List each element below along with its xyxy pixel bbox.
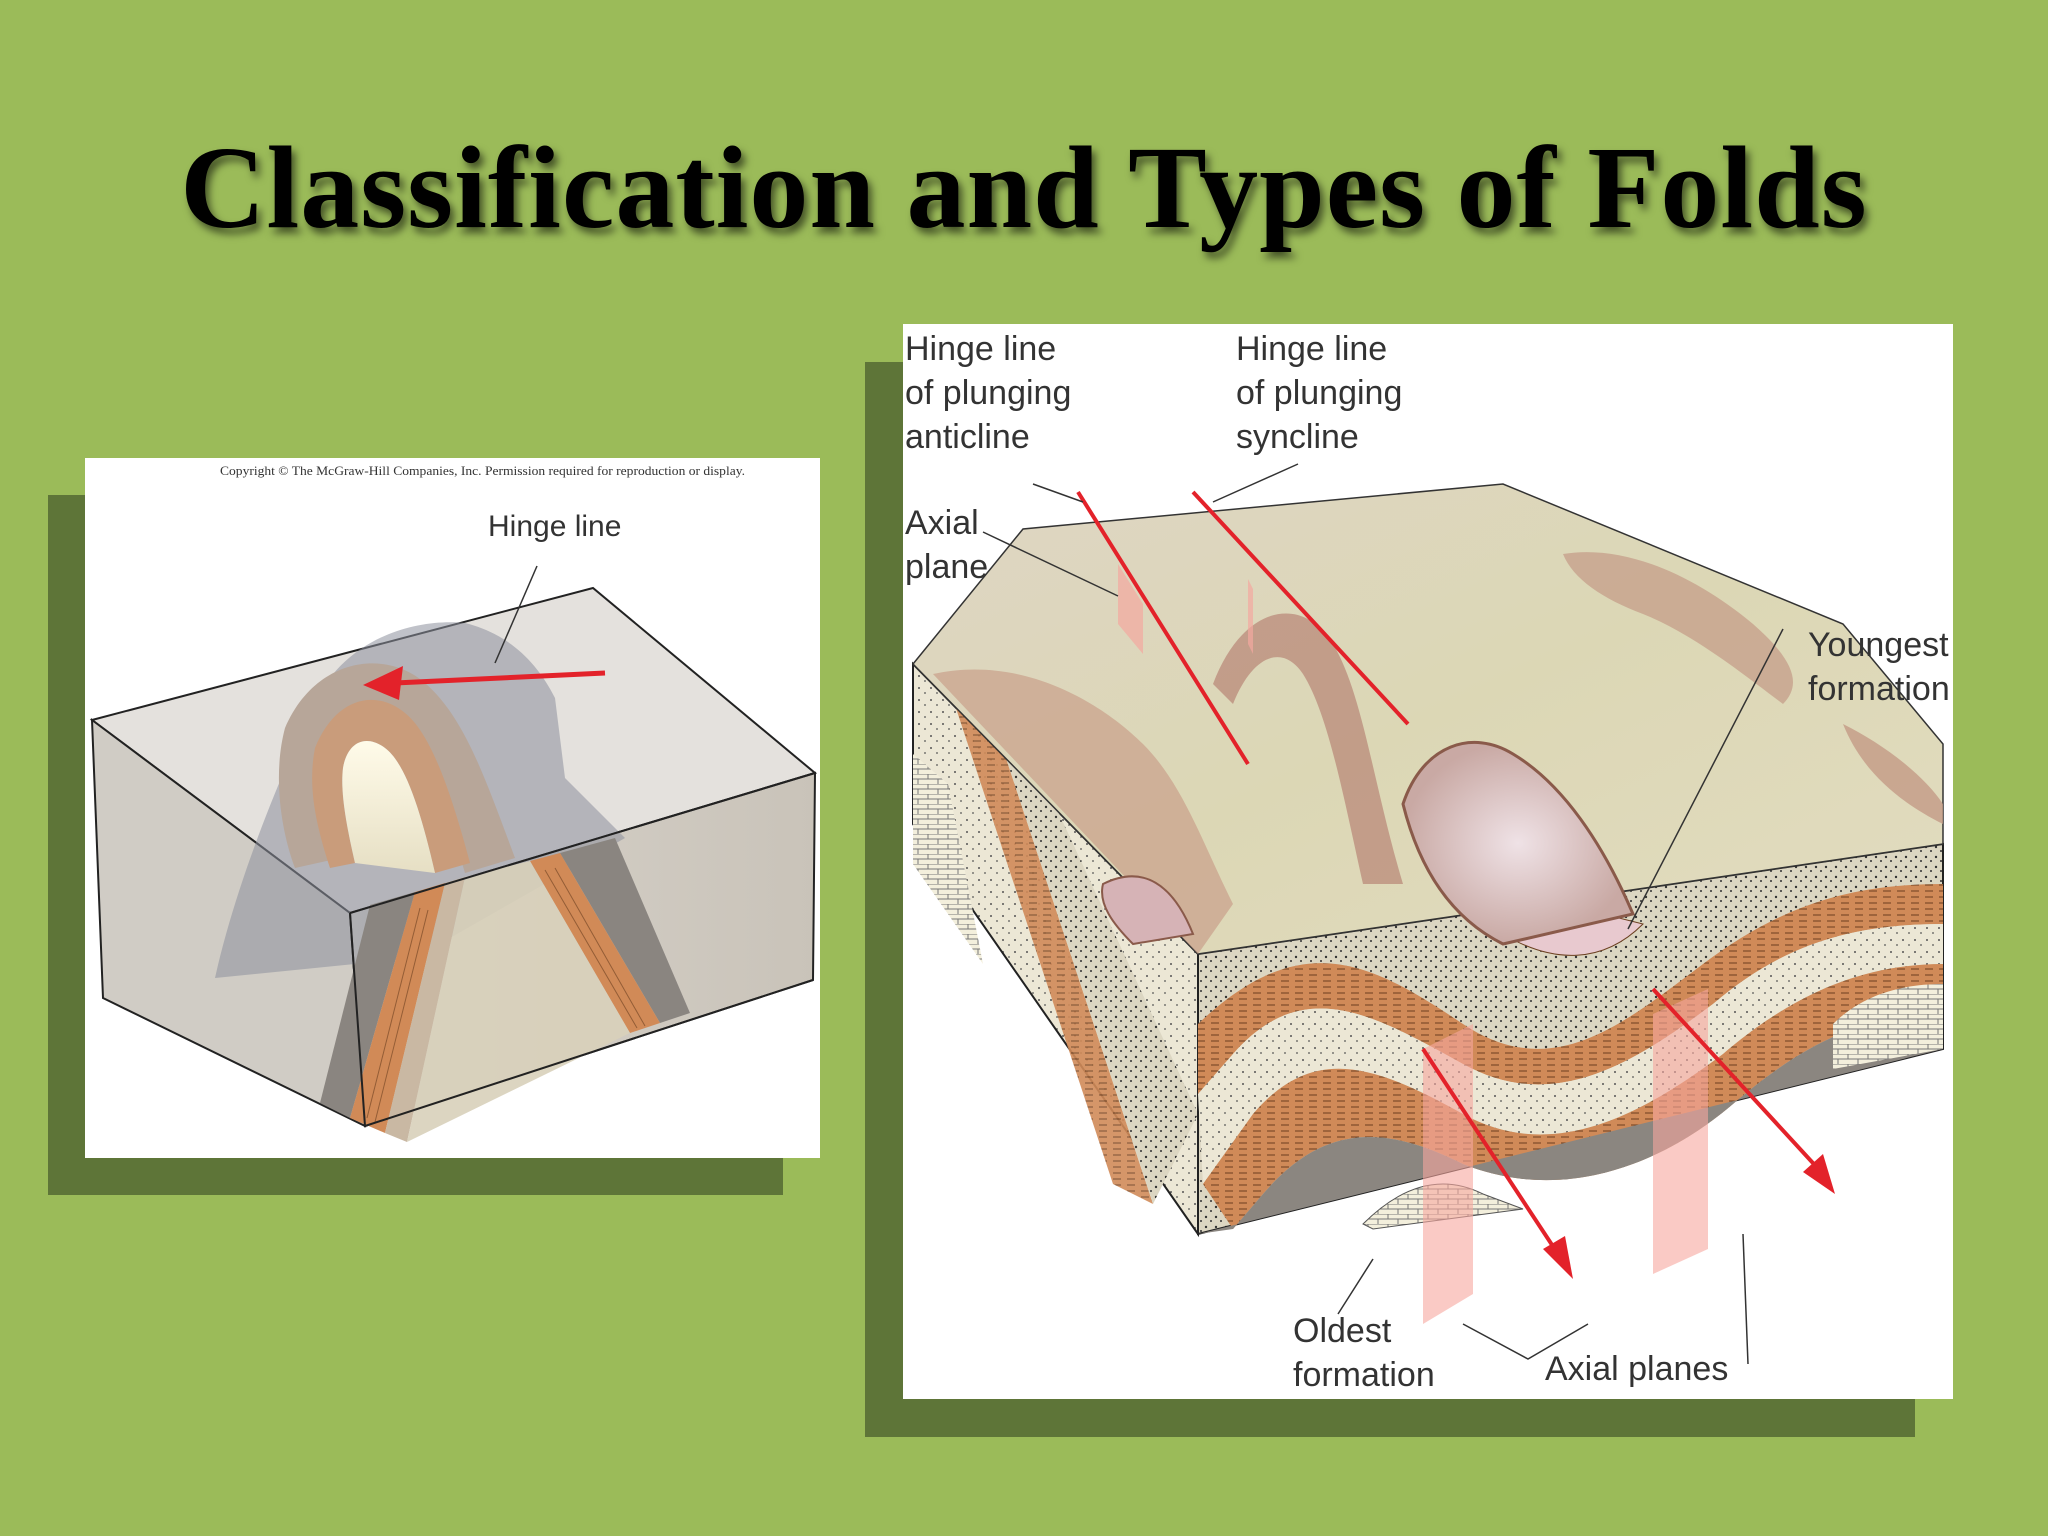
syncline-label-line1: Hinge line bbox=[1236, 330, 1387, 368]
anticline-label: Hinge line of plunging anticline bbox=[905, 330, 1081, 456]
youngest-formation-label: Youngest formation bbox=[1808, 626, 1953, 708]
anticline-label-line3: anticline bbox=[905, 418, 1030, 456]
youngest-label-line1: Youngest bbox=[1808, 626, 1949, 664]
oldest-label-line1: Oldest bbox=[1293, 1312, 1392, 1350]
anticline-label-line2: of plunging bbox=[905, 374, 1071, 412]
youngest-label-line2: formation bbox=[1808, 670, 1950, 708]
syncline-label-line3: syncline bbox=[1236, 418, 1359, 456]
right-figure-panel: Hinge line of plunging anticline Hinge l… bbox=[903, 324, 1953, 1399]
left-figure-panel: Copyright © The McGraw-Hill Companies, I… bbox=[85, 458, 820, 1158]
slide-title: Classification and Types of Folds bbox=[180, 122, 1868, 253]
syncline-label: Hinge line of plunging syncline bbox=[1236, 330, 1412, 456]
copyright-text: Copyright © The McGraw-Hill Companies, I… bbox=[220, 463, 745, 478]
hinge-line-label: Hinge line bbox=[488, 510, 621, 543]
oldest-formation-label: Oldest formation bbox=[1293, 1312, 1435, 1394]
anticline-block-diagram: Copyright © The McGraw-Hill Companies, I… bbox=[89, 463, 818, 1142]
axial-plane-label-line1: Axial bbox=[905, 504, 979, 542]
plunging-folds-block-diagram: Hinge line of plunging anticline Hinge l… bbox=[905, 330, 1953, 1394]
axial-planes-label: Axial planes bbox=[1545, 1350, 1728, 1388]
anticline-label-line1: Hinge line bbox=[905, 330, 1056, 368]
syncline-label-line2: of plunging bbox=[1236, 374, 1402, 412]
axial-plane-label-line2: plane bbox=[905, 548, 988, 586]
oldest-label-line2: formation bbox=[1293, 1356, 1435, 1394]
axial-plane-label: Axial plane bbox=[905, 504, 988, 586]
